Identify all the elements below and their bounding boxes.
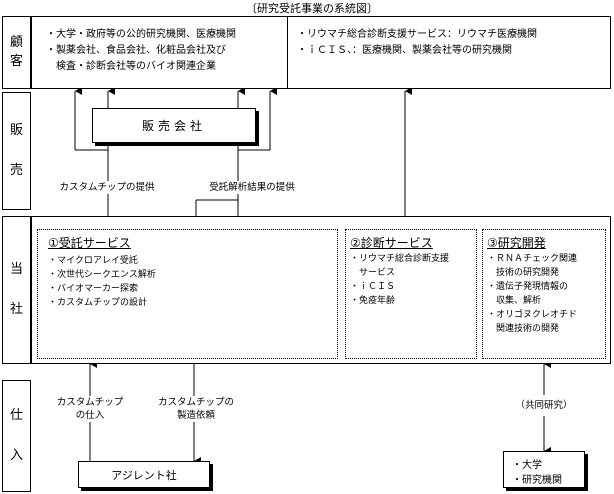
customer-list-left: ・大学・政府等の公的研究機関、医療機関 ・製薬会社、食品会社、化粧品会社及び 検… xyxy=(46,27,236,75)
list-item: ・リウマチ総合診断支援サービス：リウマチ医療機関 xyxy=(297,29,537,40)
purchase-label-chip: カスタムチップ の仕入 xyxy=(44,396,136,422)
purchase-label-manufacture: カスタムチップの 製造依頼 xyxy=(150,396,242,422)
company-box xyxy=(31,216,611,364)
flow-label-custom-chip: カスタムチップの提供 xyxy=(44,181,170,194)
list-item: ・製薬会社、食品会社、化粧品会社及び xyxy=(46,45,226,56)
list-item: ・免疫年齢 xyxy=(350,296,396,306)
list-item: 技術の研究開発 xyxy=(487,268,560,278)
contract-service-box: ①受託サービス ・マイクロアレイ受託 ・次世代シークエンス解析 ・バイオマーカー… xyxy=(37,229,338,359)
section-label-customer: 顧客 xyxy=(2,16,31,89)
list-item: ・バイオマーカー探索 xyxy=(48,284,139,294)
list-item: ・ｉＣＩＳ、：医療機関、製薬会社等の研究機関 xyxy=(297,45,512,56)
research-box: ③研究開発 ・ＲＮＡチェック関連 技術の研究開発 ・遺伝子発現情報の 収集、解析… xyxy=(482,229,606,359)
customer-list-right: ・リウマチ総合診断支援サービス：リウマチ医療機関 ・ｉＣＩＳ、：医療機関、製薬会… xyxy=(297,27,537,59)
section-label-company: 当社 xyxy=(2,216,31,364)
contract-service-title: ①受託サービス xyxy=(48,236,131,250)
customer-divider xyxy=(287,17,288,88)
diagnostic-service-title: ②診断サービス xyxy=(350,236,433,250)
diagram-title: 〔研究受託事業の系統図〕 xyxy=(246,2,378,15)
university-box: ・大学 ・研究機関 xyxy=(503,451,585,488)
diagnostic-service-list: ・リウマチ総合診断支援 サービス ・ｉＣＩＳ ・免疫年齢 xyxy=(350,252,449,308)
list-item: ・リウマチ総合診断支援 xyxy=(350,254,450,264)
research-title: ③研究開発 xyxy=(487,236,546,250)
list-item: ・カスタムチップの設計 xyxy=(48,298,148,308)
list-item: 検査・診断会社等のバイオ関連企業 xyxy=(46,61,216,72)
list-item: ・大学・政府等の公的研究機関、医療機関 xyxy=(46,29,236,40)
list-item: サービス xyxy=(350,268,396,278)
diagnostic-service-box: ②診断サービス ・リウマチ総合診断支援 サービス ・ｉＣＩＳ ・免疫年齢 xyxy=(345,229,477,359)
list-item: 収集、解析 xyxy=(487,296,542,306)
list-item: ・遺伝子発現情報の xyxy=(487,282,569,292)
agilent-box: アジレント社 xyxy=(78,461,210,488)
list-item: ・ｉＣＩＳ xyxy=(350,282,396,292)
list-item: 関連技術の開発 xyxy=(487,324,560,334)
list-item: ・ＲＮＡチェック関連 xyxy=(487,254,578,264)
section-label-sales: 販売 xyxy=(2,92,31,210)
list-item: ・次世代シークエンス解析 xyxy=(48,270,156,280)
contract-service-list: ・マイクロアレイ受託 ・次世代シークエンス解析 ・バイオマーカー探索 ・カスタム… xyxy=(48,254,156,310)
purchase-label-joint-research: （共同研究） xyxy=(505,399,583,412)
section-label-purchase: 仕入 xyxy=(2,380,31,492)
list-item: ・マイクロアレイ受託 xyxy=(48,256,138,266)
flow-label-analysis-result: 受託解析結果の提供 xyxy=(192,181,312,194)
customer-box: ・大学・政府等の公的研究機関、医療機関 ・製薬会社、食品会社、化粧品会社及び 検… xyxy=(31,16,611,89)
list-item: ・オリゴヌクレオチド xyxy=(487,310,578,320)
research-list: ・ＲＮＡチェック関連 技術の研究開発 ・遺伝子発現情報の 収集、解析 ・オリゴヌ… xyxy=(487,252,577,336)
sales-company-box: 販売会社 xyxy=(92,108,256,143)
